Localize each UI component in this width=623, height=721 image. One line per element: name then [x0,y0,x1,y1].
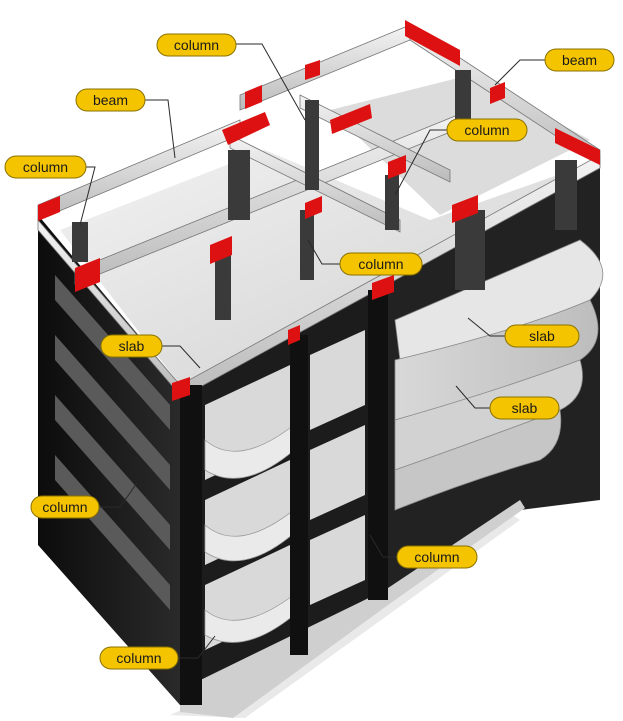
leader-slab-right-1 [467,317,505,337]
leader-column-top [236,43,306,121]
joints [38,20,600,401]
label-text: column [464,122,509,138]
leader-column-bottom [178,635,216,659]
label-beam-left: beam [75,88,146,112]
leader-beam-left [145,99,176,159]
label-text: column [414,549,459,565]
label-column-right-bottom: column [396,545,478,569]
label-column-right-top: column [446,118,528,142]
label-text: slab [512,400,538,416]
label-text: column [116,650,161,666]
label-text: beam [562,52,597,68]
leader-lines [79,43,545,659]
leader-column-left-top [79,166,96,226]
leader-column-right-bottom [369,534,397,558]
label-column-bottom: column [99,646,179,670]
leader-column-center [307,239,340,265]
roof-columns [72,70,577,320]
label-beam-right: beam [544,48,615,72]
label-column-center: column [339,252,423,276]
label-text: beam [93,92,128,108]
leader-column-left-mid [99,482,138,508]
labels: column beam beam column column column sl… [4,33,615,670]
label-column-left-mid: column [30,495,100,519]
label-text: column [174,37,219,53]
leader-column-right-top [394,129,447,196]
front-columns [180,290,388,705]
label-slab-right-2: slab [489,396,560,420]
label-text: column [42,499,87,515]
building [37,20,604,718]
leader-beam-right [494,59,545,86]
label-column-top: column [156,33,237,57]
label-column-left-top: column [4,155,87,179]
label-text: slab [119,338,145,354]
leader-slab-right-2 [455,385,490,409]
label-slab-left: slab [100,334,163,358]
label-slab-right-1: slab [504,324,580,348]
label-text: slab [529,328,555,344]
label-text: column [358,256,403,272]
label-text: column [23,159,68,175]
leader-slab-left [162,345,201,369]
